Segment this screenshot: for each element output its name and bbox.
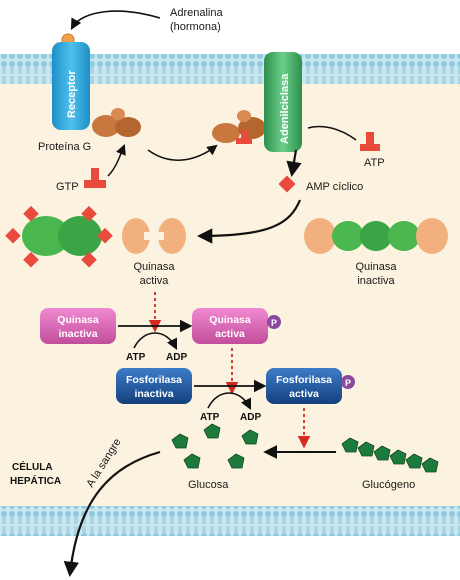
reaction2-atp: ATP bbox=[200, 412, 220, 423]
kinase-inactive-label-1: Quinasa bbox=[356, 261, 398, 273]
pk-inactive-label-2: inactiva bbox=[58, 328, 97, 340]
phosphorylase-active-label-1: Fosforilasa bbox=[276, 374, 332, 386]
phosphorylase-atp-adp-curve bbox=[207, 392, 252, 411]
regulatory-subunits-camp bbox=[5, 205, 113, 268]
phosphorylase-active-box: Fosforilasa activa bbox=[266, 368, 342, 404]
glucose-molecules bbox=[171, 423, 259, 469]
pk-inactive-label-1: Quinasa bbox=[57, 314, 99, 326]
hormone-label-2: (hormona) bbox=[170, 21, 221, 33]
gtp-molecule bbox=[84, 168, 106, 188]
glycogen-label: Glucógeno bbox=[362, 479, 415, 491]
hormone-binding-arrow bbox=[70, 10, 161, 30]
atp-molecule-top bbox=[360, 132, 380, 151]
reaction1-adp: ADP bbox=[166, 352, 187, 363]
kinase-inactive-label-2: inactiva bbox=[357, 275, 395, 287]
svg-text:P: P bbox=[345, 378, 351, 388]
glycogen-chain bbox=[341, 437, 439, 473]
cytoplasm bbox=[0, 82, 460, 510]
phosphorylase-inactive-label-1: Fosforilasa bbox=[126, 374, 182, 386]
kinase-active-label-1: Quinasa bbox=[134, 261, 176, 273]
adenylyl-cyclase-label: Adenilciclasa bbox=[279, 73, 291, 144]
pk-active-box: Quinasa activa bbox=[192, 308, 268, 344]
pk-inactive-box: Quinasa inactiva bbox=[40, 308, 116, 344]
pk-atp-adp-curve bbox=[133, 332, 178, 351]
atp-top-label: ATP bbox=[364, 157, 385, 169]
phosphorylase-active-label-2: activa bbox=[289, 388, 319, 400]
g-protein-label: Proteína G bbox=[38, 141, 91, 153]
atp-to-cyclase-arrow bbox=[307, 125, 357, 141]
bottom-membrane bbox=[0, 506, 460, 536]
glucose-label: Glucosa bbox=[188, 479, 229, 491]
gtp-arrow bbox=[107, 144, 126, 177]
phosphate-badge-2: P bbox=[341, 375, 355, 389]
adenylyl-cyclase bbox=[264, 52, 302, 152]
camp-label: AMP cíclico bbox=[306, 181, 363, 193]
phosphorylase-inactive-box: Fosforilasa inactiva bbox=[116, 368, 192, 404]
cyclase-to-camp-arrow bbox=[286, 149, 302, 178]
pk-active-label-2: activa bbox=[215, 328, 245, 340]
phosphate-badge-1: P bbox=[267, 315, 281, 329]
hormone-label-1: Adrenalina bbox=[170, 7, 223, 19]
receptor-protein bbox=[52, 42, 90, 130]
g-protein-move-arrow bbox=[147, 144, 218, 161]
camp-to-kinase-arrow bbox=[196, 199, 302, 244]
kinase-active-label-2: activa bbox=[140, 275, 170, 287]
gtp-label: GTP bbox=[56, 181, 79, 193]
pk-active-label-1: Quinasa bbox=[209, 314, 251, 326]
cell-label-2: HEPÁTICA bbox=[10, 474, 61, 487]
to-blood-arrow bbox=[63, 450, 161, 578]
g-protein-left bbox=[92, 108, 141, 137]
svg-text:P: P bbox=[271, 318, 277, 328]
g-protein-active bbox=[212, 110, 266, 144]
reaction1-atp: ATP bbox=[126, 352, 146, 363]
receptor-label: Receptor bbox=[66, 70, 78, 118]
phosphorylase-inactive-label-2: inactiva bbox=[134, 388, 173, 400]
kinase-active-subunits bbox=[122, 218, 186, 254]
cell-label-1: CÉLULA bbox=[12, 460, 53, 473]
kinase-inactive-complex bbox=[304, 218, 448, 254]
reaction2-adp: ADP bbox=[240, 412, 261, 423]
camp-molecule bbox=[278, 175, 296, 193]
